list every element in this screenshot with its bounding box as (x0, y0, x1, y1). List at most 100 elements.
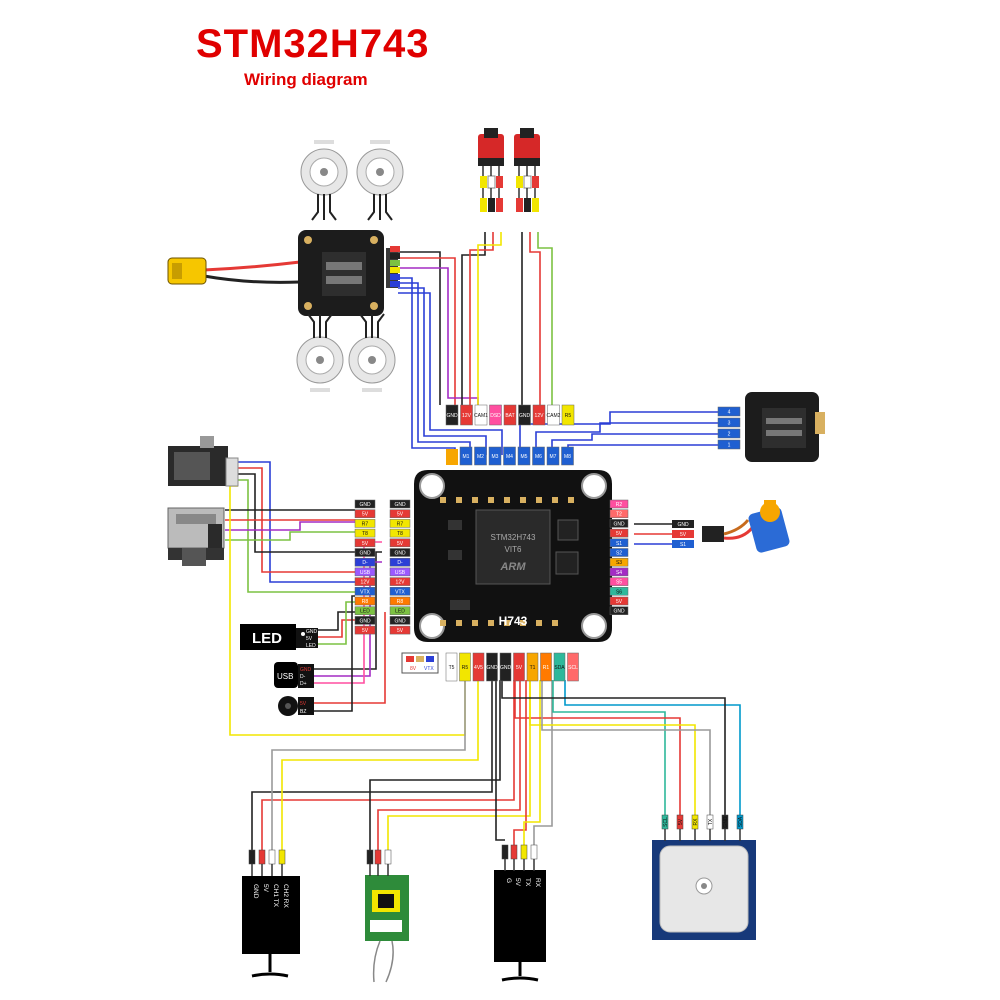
wire-bz-sig (313, 595, 355, 712)
wire-led-sig (318, 601, 355, 645)
bottom-pad-label: 4V5 (474, 665, 483, 671)
left-pad-label: 5V (397, 628, 404, 634)
left-pad-label: T8 (362, 531, 368, 537)
receiver3-pin-label: TX (524, 878, 531, 887)
motor-pad: M6 (532, 446, 545, 466)
left-pad-label: R7 (362, 521, 369, 527)
motor-pad-label: M7 (550, 454, 557, 460)
led-module: LED GND 5V LED (240, 624, 318, 650)
motor-pad-label: M6 (535, 454, 542, 460)
left-pad-label: GND (359, 502, 371, 508)
buzzer: 5V BZ (278, 696, 314, 716)
wire-esc-m3 (398, 287, 487, 455)
wire-gps-tx (541, 680, 711, 815)
gps-pin-label: TX (708, 818, 714, 825)
fc-board-label: H743 (499, 614, 528, 628)
camera-pad: CAM2 (547, 404, 561, 426)
left-pad-label: 12V (396, 580, 406, 586)
bottom-pad: GND (499, 652, 511, 682)
left-pad-label: GND (359, 551, 371, 557)
left-pad-label: D- (397, 560, 403, 566)
right-pad-label: 5V (616, 599, 623, 605)
bottom-pad: SDA (553, 652, 565, 682)
receiver3-pin-label: RX (534, 878, 541, 888)
camera-pad: 12V (460, 404, 473, 426)
camera-pad: CAM1 (474, 404, 488, 426)
camera-pad-label: DSD (490, 413, 501, 419)
wire-cam1-sig (477, 232, 502, 405)
wire-rx1-gnd (251, 680, 493, 850)
wire-rx2-5v (377, 680, 521, 850)
left-pad-label: R8 (397, 599, 404, 605)
usb-module-label: USB (277, 672, 293, 681)
wire-cam1-12v (469, 232, 494, 405)
bottom-pad-label: SDA (554, 665, 565, 671)
camera-pad-label: 12V (462, 413, 472, 419)
gps-pin-label: SCL (663, 817, 669, 827)
gps-pin-label: RX (693, 818, 699, 826)
receiver1-pin-label: 5V (262, 884, 269, 893)
main-esc-board (298, 230, 398, 316)
camera-pad-label: CAM2 (547, 413, 561, 419)
camera-pad: GND (445, 404, 459, 426)
esc-pad-strip (390, 246, 400, 287)
wire-vtx-4 (238, 479, 355, 593)
motor-bottom-left (296, 313, 344, 392)
vtx-voltage-selector: 8V VTX (401, 652, 439, 674)
left-pad-label: GND (394, 618, 406, 624)
esc2-pad-label: 2 (728, 432, 731, 438)
wire-gps-gnd (501, 680, 726, 815)
camera-pad-label: GND (519, 413, 531, 419)
camera-pad: DSD (489, 404, 502, 426)
right-pad-label: S2 (616, 551, 622, 557)
camera-pad: R5 (561, 404, 575, 426)
right-pad-label: 5V (616, 531, 623, 537)
esc2-pad: 2 (717, 428, 741, 439)
left-pad-label: R7 (397, 521, 404, 527)
wire-esc-m1 (398, 277, 456, 455)
motor-pad: M1 (459, 446, 473, 466)
wire-esc2-m6 (535, 422, 718, 455)
gps-pin-label: GND (723, 816, 729, 828)
esc2-pad: 1 (717, 439, 741, 450)
led-pin: 5V (306, 636, 313, 642)
right-pad-label: R2 (616, 502, 623, 508)
motor-pad-label: M2 (477, 454, 484, 460)
wire-esc-gnd (398, 251, 441, 405)
left-pad-label: LED (395, 609, 405, 615)
left-pad-label: 5V (397, 512, 404, 518)
st-logo: ARM (499, 561, 526, 573)
wire-rx3-gnd (495, 680, 505, 841)
bottom-pad-label: 5V (516, 665, 523, 671)
left-pad-label: D- (362, 560, 368, 566)
wire-rx3-5v (513, 680, 527, 845)
led-pin: GND (306, 629, 318, 635)
left-pad-label: T8 (397, 531, 403, 537)
wire-led-5v (318, 619, 355, 638)
second-esc-board (745, 392, 825, 462)
esc2-pad: 4 (717, 406, 741, 417)
mcu-chip-label: STM32H743 VIT6 (491, 533, 536, 554)
wire-rx2-sig (387, 680, 531, 850)
cameras (478, 128, 540, 212)
camera-pad: 12V (532, 404, 546, 426)
wire-vtx-3 (238, 473, 355, 553)
camera-pad-label: CAM1 (474, 413, 488, 419)
motor-pad: M5 (517, 446, 531, 466)
battery-connector (167, 257, 301, 285)
chip-label-line: STM32H743 (491, 533, 536, 542)
wire-rx1-rx (281, 680, 479, 850)
left-pad-label: VTX (395, 589, 405, 595)
wire-esc-bat (398, 257, 456, 405)
receiver-1-plugs (248, 849, 286, 876)
bottom-pad-label: R1 (543, 665, 550, 671)
wire-led-gnd (318, 611, 355, 631)
bottom-pad-label: R5 (462, 665, 469, 671)
left-pad-label: R8 (362, 599, 369, 605)
wire-gps-scl (564, 680, 741, 815)
